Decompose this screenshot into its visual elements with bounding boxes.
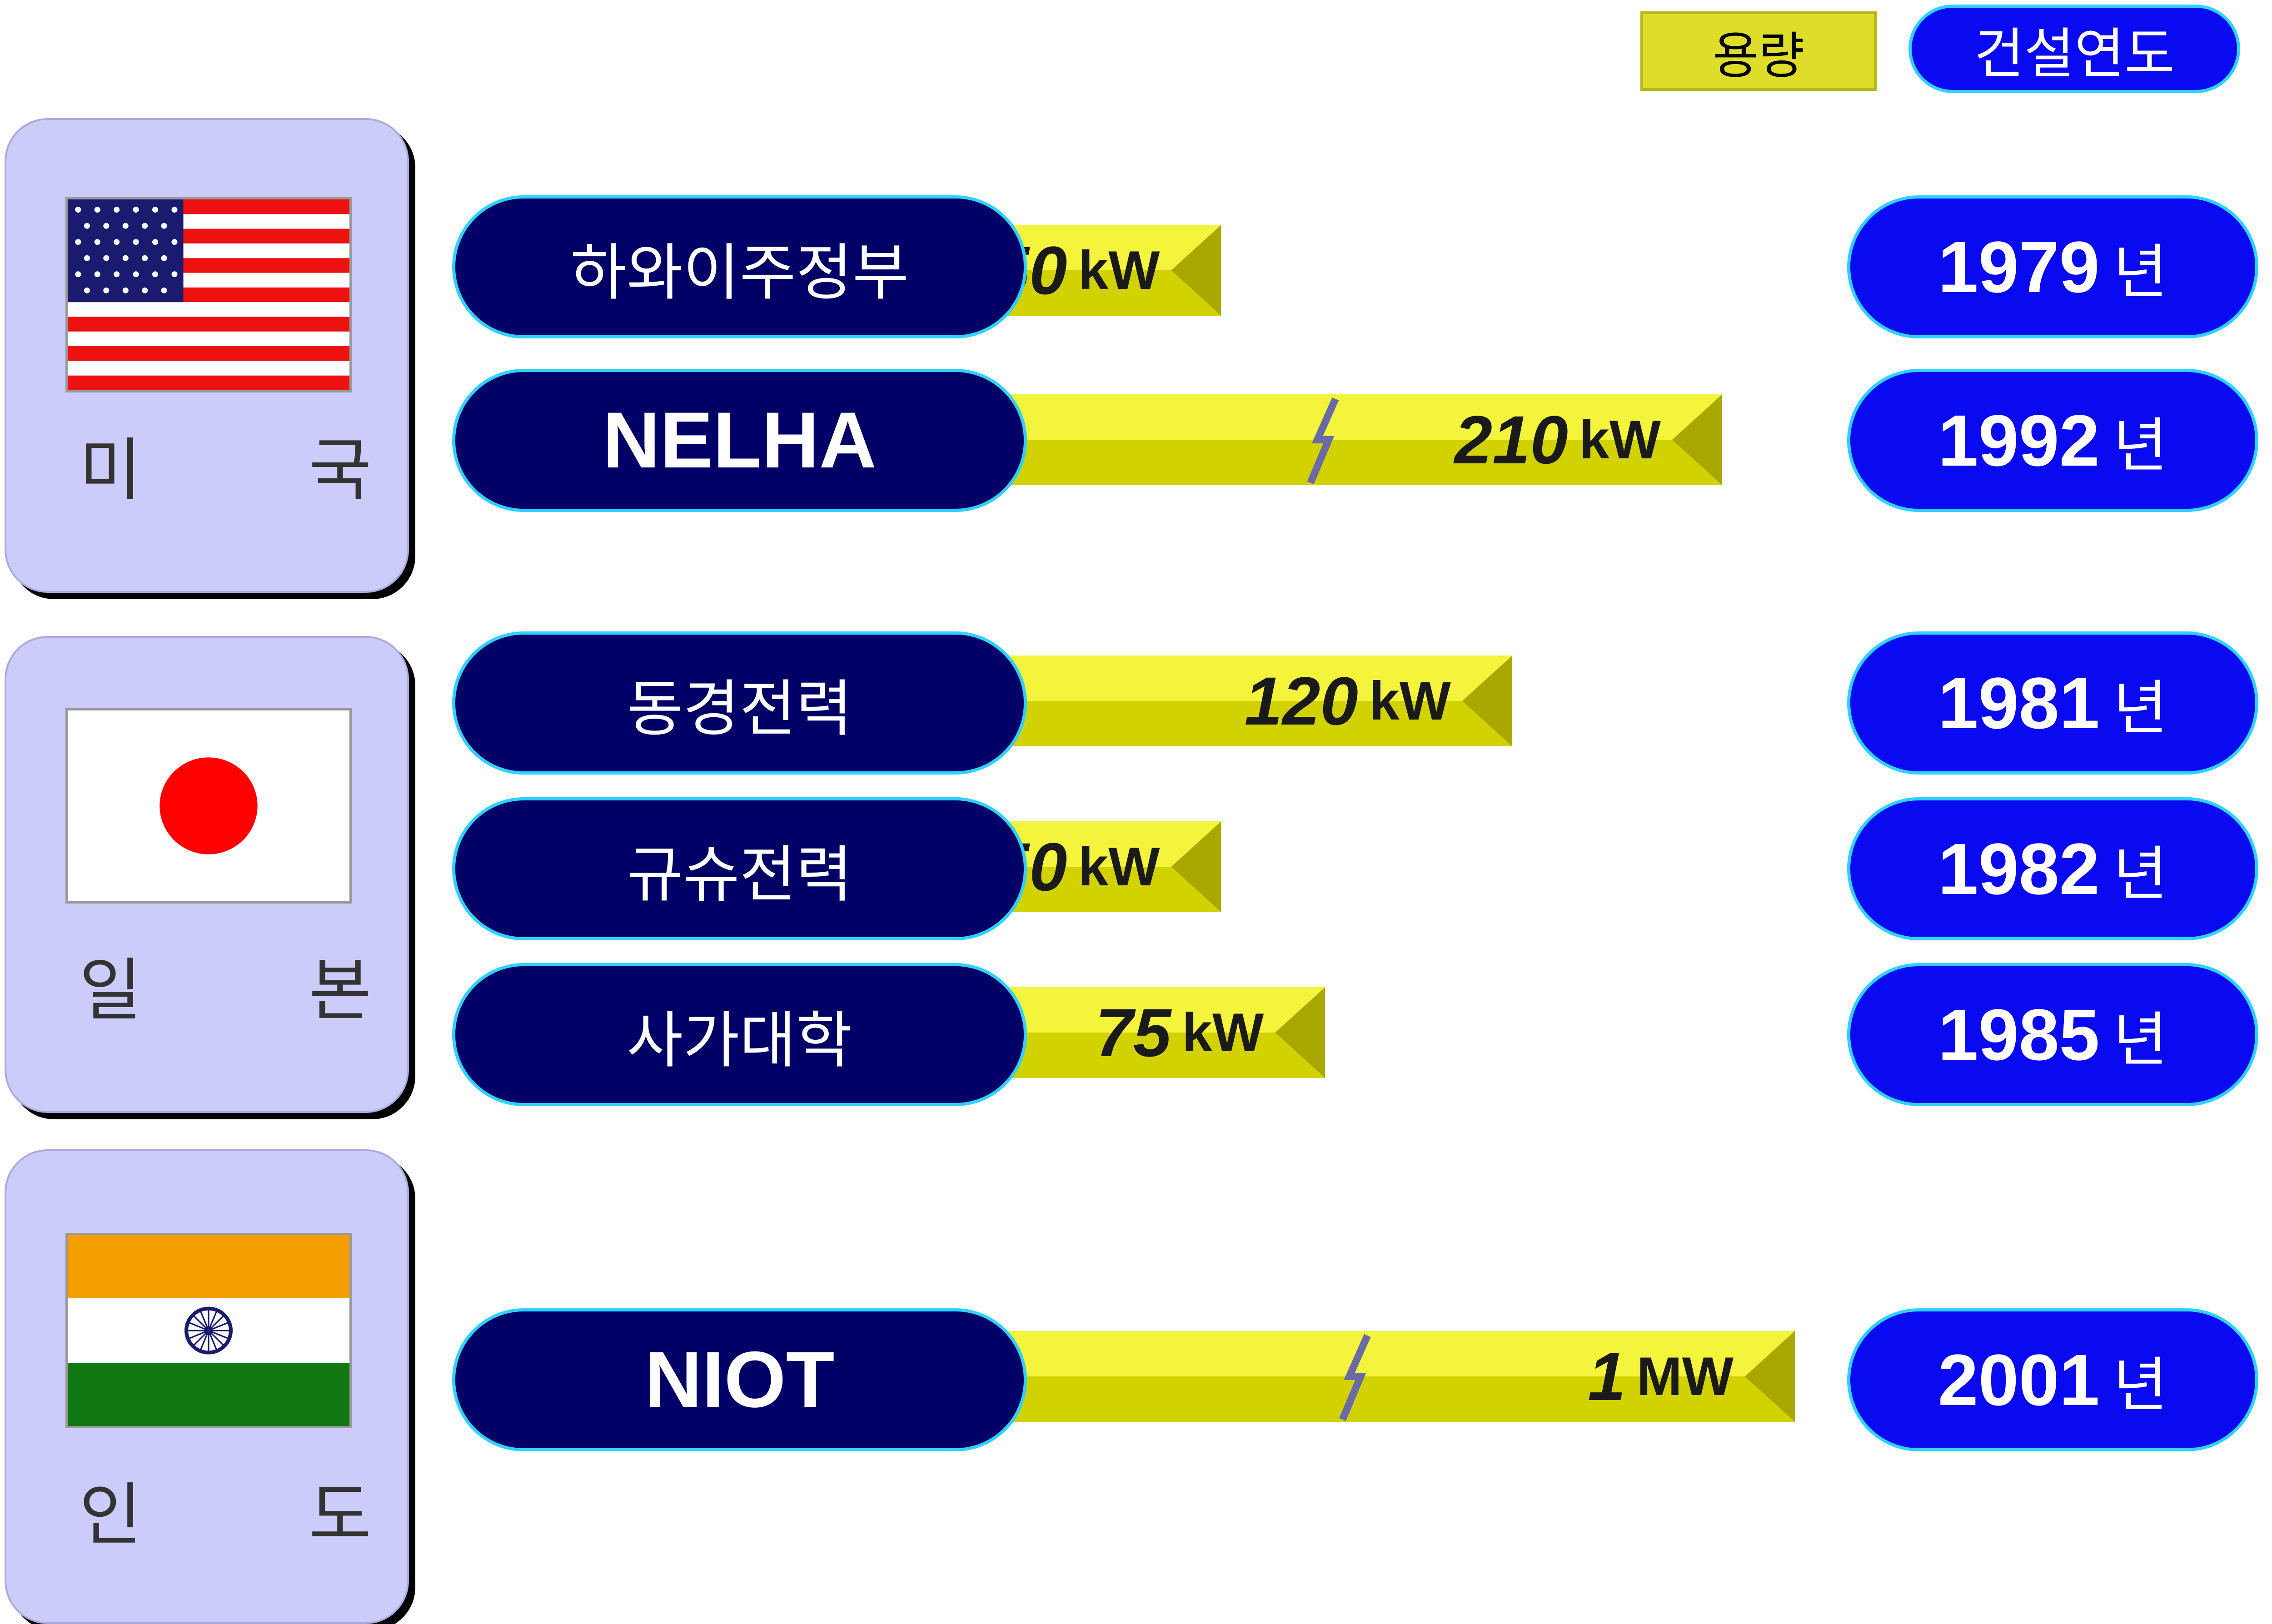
plant-name: 하와이주정부 <box>570 237 909 308</box>
plant-name: 규슈전력 <box>627 839 852 910</box>
capacity-value: 120 <box>1244 662 1358 739</box>
year-value: 2001 <box>1938 1339 2100 1420</box>
year-value: 1985 <box>1938 993 2100 1075</box>
capacity-bar-top <box>995 987 1325 1033</box>
capacity-bar-bottom <box>995 440 1722 485</box>
plant-name-pill: NIOT <box>452 1308 1027 1451</box>
year-value: 1982 <box>1938 828 2100 909</box>
axis-break-mark <box>1339 1334 1371 1421</box>
year-value: 1981 <box>1938 662 2100 744</box>
capacity-bar-top <box>995 1331 1795 1376</box>
capacity-unit: MW <box>1636 1346 1734 1407</box>
year-suffix: 년 <box>2113 839 2168 909</box>
country-card-usa: 미 국 <box>5 118 409 593</box>
year-value: 1979 <box>1938 226 2100 308</box>
legend-capacity-label: 용량 <box>1712 26 1805 85</box>
plant-name-pill: 규슈전력 <box>452 797 1027 940</box>
capacity-unit: kW <box>1078 240 1160 301</box>
capacity-bar-shape <box>995 987 1325 1078</box>
capacity-unit: kW <box>1182 1002 1264 1063</box>
plant-name-pill: NELHA <box>452 369 1027 512</box>
capacity-bar-shape <box>995 225 1221 316</box>
capacity-bar-shape <box>995 1331 1795 1422</box>
country-name-japan: 일 본 <box>79 951 444 1030</box>
year-suffix: 년 <box>2113 1005 2168 1074</box>
legend-year-label: 건설연도 <box>1974 22 2175 86</box>
year-suffix: 년 <box>2113 237 2168 307</box>
country-name-usa: 미 국 <box>79 431 444 510</box>
capacity-bar-arrow <box>1462 656 1512 746</box>
country-card-japan: 일 본 <box>5 636 409 1113</box>
japan-flag-icon <box>65 708 352 904</box>
india-flag-icon <box>65 1233 352 1428</box>
plant-name: 사가대학 <box>627 1004 852 1076</box>
plant-name-pill: 동경전력 <box>452 631 1027 775</box>
capacity-bar-arrow <box>1275 987 1325 1078</box>
capacity-bar-shape <box>995 394 1722 485</box>
capacity-bar-bottom <box>995 701 1512 746</box>
capacity-unit: kW <box>1078 836 1160 897</box>
plant-name: 동경전력 <box>627 673 852 745</box>
capacity-bar-arrow <box>1171 225 1221 316</box>
capacity-bar-top <box>995 394 1722 440</box>
capacity-bar-bottom <box>995 1376 1795 1422</box>
capacity-bar-shape <box>995 656 1512 746</box>
year-suffix: 년 <box>2113 1350 2168 1420</box>
capacity-bar-arrow <box>1672 394 1722 485</box>
plant-name-pill: 사가대학 <box>452 963 1027 1106</box>
legend-capacity: 용량 <box>1640 11 1877 91</box>
year-suffix: 년 <box>2113 673 2168 743</box>
capacity-bar-arrow <box>1745 1331 1795 1422</box>
capacity-bar-shape <box>995 821 1221 912</box>
capacity-value: 75 <box>1095 994 1171 1071</box>
year-value: 1992 <box>1938 399 2100 481</box>
plant-name: NIOT <box>644 1336 835 1424</box>
capacity-value: 210 <box>1454 401 1568 478</box>
plant-name-pill: 하와이주정부 <box>452 195 1027 338</box>
legend-construction-year: 건설연도 <box>1908 5 2240 93</box>
capacity-bar-arrow <box>1171 821 1221 912</box>
country-card-india: 인 도 <box>5 1149 409 1624</box>
plant-name: NELHA <box>603 396 877 485</box>
capacity-value: 1 <box>1588 1338 1626 1415</box>
capacity-bar-top <box>995 656 1512 701</box>
year-suffix: 년 <box>2113 411 2168 480</box>
capacity-unit: kW <box>1579 409 1661 470</box>
country-name-india: 인 도 <box>79 1476 444 1555</box>
capacity-bar-bottom <box>995 1033 1325 1078</box>
usa-flag-icon <box>65 197 352 392</box>
axis-break-mark <box>1307 397 1339 485</box>
capacity-unit: kW <box>1369 670 1451 731</box>
